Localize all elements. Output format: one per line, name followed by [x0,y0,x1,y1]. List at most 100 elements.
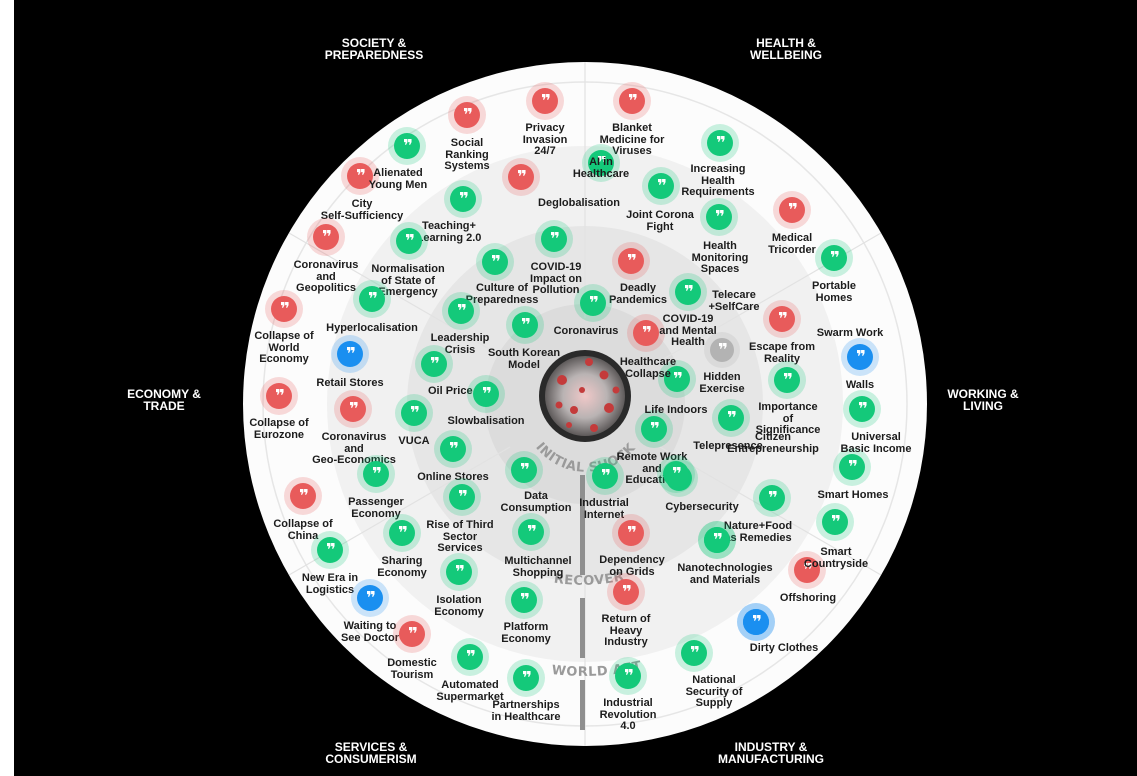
trend-dot[interactable] [615,663,641,689]
trend-dot[interactable] [399,621,425,647]
trend-dot[interactable] [450,186,476,212]
trend-label: Smart Homes [817,489,889,501]
trend-dot[interactable] [340,396,366,422]
trend-label: Nanotechnologies and Materials [677,562,773,586]
trend-label: Collapse of China [273,518,333,542]
trend-dot[interactable] [681,640,707,666]
trend-dot[interactable] [448,298,474,324]
trend-dot[interactable] [704,527,730,553]
trend-label: Universal Basic Income [840,431,912,455]
quote-icon: ❞ [627,523,637,544]
quote-icon: ❞ [715,207,725,228]
quote-icon: ❞ [430,354,440,375]
trend-dot[interactable] [518,519,544,545]
trend-dot[interactable] [389,520,415,546]
trend-label: COVID-19 and Mental Health [659,313,717,348]
trend-dot[interactable] [633,320,659,346]
trend-dot[interactable] [839,454,865,480]
trend-dot[interactable] [363,461,389,487]
trend-dot[interactable] [580,290,606,316]
trend-dot[interactable] [440,436,466,462]
trend-dot[interactable] [743,609,769,635]
trend-label: Escape from Reality [748,341,816,365]
trend-dot[interactable] [511,587,537,613]
trend-label: Portable Homes [811,280,857,304]
trend-label: South Korean Model [487,347,561,371]
trend-dot[interactable] [648,173,674,199]
trend-dot[interactable] [449,484,475,510]
trend-label: Hyperlocalisation [326,322,418,334]
trend-label: Industrial Revolution 4.0 [599,697,657,732]
trend-dot[interactable] [532,88,558,114]
trend-dot[interactable] [618,248,644,274]
trend-dot[interactable] [359,286,385,312]
quote-icon: ❞ [457,301,467,322]
trend-dot[interactable] [457,644,483,670]
sector-title-society: SOCIETY & PREPAREDNESS [324,36,424,62]
trend-dot[interactable] [317,537,343,563]
trend-dot[interactable] [847,344,873,370]
trend-dot[interactable] [822,509,848,535]
trend-dot[interactable] [618,520,644,546]
trend-dot[interactable] [675,279,701,305]
trend-dot[interactable] [421,351,447,377]
quote-icon: ❞ [410,403,420,424]
trend-dot[interactable] [290,483,316,509]
quote-icon: ❞ [657,176,667,197]
trend-dot[interactable] [401,400,427,426]
trend-dot[interactable] [347,163,373,189]
trend-label: Rise of Third Sector Services [426,519,494,554]
trend-dot[interactable] [511,457,537,483]
trend-dot[interactable] [394,133,420,159]
trend-dot[interactable] [710,338,734,362]
trend-dot[interactable] [613,579,639,605]
trend-label: Walls [845,379,875,391]
trend-dot[interactable] [774,367,800,393]
trend-dot[interactable] [718,405,744,431]
trend-dot[interactable] [664,366,690,392]
trend-dot[interactable] [337,341,363,367]
trend-dot[interactable] [769,306,795,332]
quote-icon: ❞ [463,105,473,126]
trend-dot[interactable] [759,485,785,511]
sector-title-industry: INDUSTRY & MANUFACTURING [718,740,824,766]
quote-icon: ❞ [326,540,336,561]
trend-dot[interactable] [541,226,567,252]
trend-dot[interactable] [357,585,383,611]
quote-icon: ❞ [280,299,290,320]
trend-dot[interactable] [849,396,875,422]
quote-icon: ❞ [848,457,858,478]
trend-dot[interactable] [588,150,614,176]
trend-dot[interactable] [271,296,297,322]
trend-label: Domestic Tourism [387,657,437,681]
quote-icon: ❞ [650,419,660,440]
trend-dot[interactable] [663,461,689,487]
trend-label: Normalisation of State of Emergency [371,263,445,298]
trend-dot[interactable] [779,197,805,223]
trend-dot[interactable] [707,130,733,156]
sector-title-working: WORKING & LIVING [947,387,1019,413]
trend-dot[interactable] [821,245,847,271]
quote-icon: ❞ [589,293,599,314]
trend-dot[interactable] [513,665,539,691]
trend-dot[interactable] [508,164,534,190]
trend-dot[interactable] [794,557,820,583]
trend-dot[interactable] [313,224,339,250]
trend-label: Blanket Medicine for Viruses [599,122,665,157]
trend-dot[interactable] [641,416,667,442]
trend-dot[interactable] [266,383,292,409]
trend-label: Coronavirus and Geopolitics [293,259,359,294]
trend-label: Dependency on Grids [599,554,665,578]
trend-dot[interactable] [482,249,508,275]
trend-dot[interactable] [473,381,499,407]
trend-dot[interactable] [446,559,472,585]
trend-label: Retail Stores [316,377,384,389]
trend-dot[interactable] [396,228,422,254]
trend-dot[interactable] [619,88,645,114]
trend-dot[interactable] [592,463,618,489]
trend-dot[interactable] [512,312,538,338]
quote-icon: ❞ [541,91,551,112]
trend-label: Medical Tricorder [768,232,816,256]
trend-dot[interactable] [706,204,732,230]
trend-dot[interactable] [454,102,480,128]
